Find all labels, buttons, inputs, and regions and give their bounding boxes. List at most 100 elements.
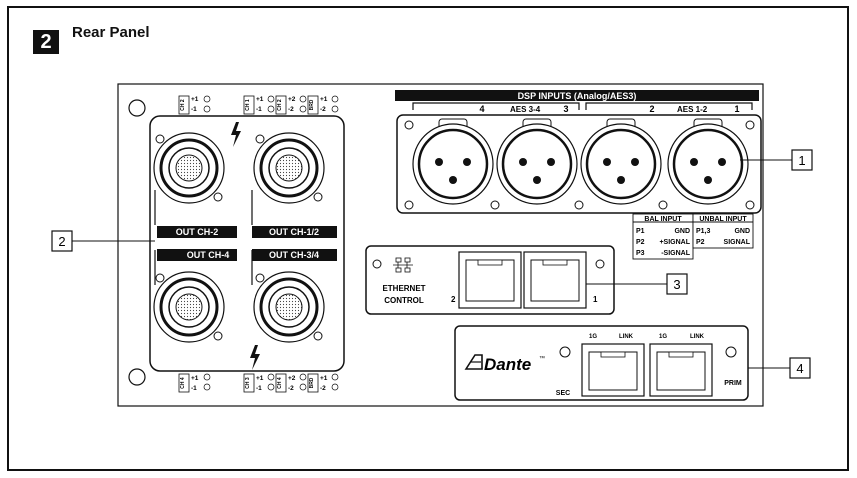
ethernet-port-number: 2 bbox=[451, 295, 456, 304]
output-bracket-lines bbox=[154, 190, 253, 285]
terminal-label: +1 bbox=[320, 375, 328, 382]
terminal-screw-icon bbox=[331, 383, 339, 391]
ethernet-port-2 bbox=[458, 251, 522, 309]
callout-number: 4 bbox=[796, 361, 803, 376]
dante-prim-led bbox=[725, 346, 737, 358]
terminal-screw-icon bbox=[299, 95, 307, 103]
network-icon bbox=[393, 257, 413, 273]
xlr-input-3 bbox=[490, 118, 578, 210]
dante-primary-port bbox=[649, 343, 713, 397]
callout-4: 4 bbox=[748, 357, 811, 379]
terminal-label: -1 bbox=[191, 106, 197, 113]
output-label-bar bbox=[252, 226, 337, 238]
terminal-label: -1 bbox=[256, 106, 262, 113]
terminal-screw-icon bbox=[267, 373, 275, 381]
terminal-label: -2 bbox=[320, 385, 326, 392]
dante-secondary-port bbox=[581, 343, 645, 397]
terminal-brd-label: BRD bbox=[309, 99, 315, 110]
unbal-signal: SIGNAL bbox=[724, 239, 751, 246]
output-label-bar bbox=[157, 226, 237, 238]
unbal-input-table: UNBAL INPUT P1,3 GND P2 SIGNAL bbox=[692, 213, 754, 249]
ethernet-port-number: 1 bbox=[593, 295, 598, 304]
terminal-screw-icon bbox=[331, 373, 339, 381]
terminal-label: +1 bbox=[320, 96, 328, 103]
speakon-output-ch1-2 bbox=[253, 132, 325, 204]
xlr-input-4 bbox=[404, 118, 494, 210]
terminal-ch-label: CH 3 bbox=[245, 377, 251, 389]
terminal-strip-top-right: CH 1 +1 -1 CH 2 +2 -2 BRD +1 -2 bbox=[243, 95, 339, 115]
terminal-screw-icon bbox=[203, 373, 211, 381]
terminal-label: -1 bbox=[191, 385, 197, 392]
dante-prim-label: PRIM bbox=[724, 380, 742, 387]
dante-logo-icon bbox=[464, 354, 483, 370]
section-title: Rear Panel bbox=[72, 24, 150, 41]
terminal-label: -2 bbox=[288, 106, 294, 113]
bal-pin: P2 bbox=[636, 239, 645, 246]
callout-number: 1 bbox=[798, 153, 805, 168]
terminal-screw-icon bbox=[331, 95, 339, 103]
dante-speed-label: 1G bbox=[659, 334, 667, 340]
callout-1: 1 bbox=[740, 149, 813, 171]
xlr-input-2 bbox=[574, 118, 662, 210]
dante-trademark: ™ bbox=[539, 355, 545, 362]
dante-link-label: LINK bbox=[690, 334, 705, 340]
terminal-strip-bottom-right: CH 3 +1 -1 CH 4 +2 -2 BRD +1 -2 bbox=[243, 373, 339, 393]
ethernet-label: ETHERNET bbox=[382, 284, 425, 293]
section-number-badge: 2 bbox=[33, 30, 59, 54]
terminal-screw-icon bbox=[299, 105, 307, 113]
dante-logo: Dante bbox=[484, 355, 531, 374]
channel-number: 3 bbox=[563, 104, 568, 114]
terminal-screw-icon bbox=[267, 105, 275, 113]
hazard-lightning-icon bbox=[250, 345, 260, 370]
terminal-label: -2 bbox=[288, 385, 294, 392]
dsp-inputs-header: DSP INPUTS (Analog/AES3) bbox=[518, 91, 637, 101]
terminal-screw-icon bbox=[267, 95, 275, 103]
output-label-ch2: OUT CH-2 bbox=[176, 227, 219, 237]
terminal-screw-icon bbox=[331, 105, 339, 113]
bal-signal: -SIGNAL bbox=[661, 250, 691, 257]
bal-signal: +SIGNAL bbox=[659, 239, 690, 246]
terminal-screw-icon bbox=[203, 95, 211, 103]
unbal-signal: GND bbox=[734, 228, 750, 235]
terminal-label: +1 bbox=[256, 96, 264, 103]
xlr-input-block bbox=[396, 114, 762, 214]
terminal-label: +1 bbox=[256, 375, 264, 382]
terminal-label: +2 bbox=[288, 96, 296, 103]
output-label-ch1-2: OUT CH-1/2 bbox=[269, 227, 319, 237]
output-label-bar bbox=[157, 249, 237, 261]
control-label: CONTROL bbox=[384, 296, 424, 305]
mounting-hole bbox=[128, 99, 146, 117]
hazard-lightning-icon bbox=[231, 122, 241, 147]
mounting-hole bbox=[128, 368, 146, 386]
ethernet-port-1 bbox=[523, 251, 587, 309]
terminal-brd-label: BRD bbox=[309, 377, 315, 388]
aes-label-3-4: AES 3-4 bbox=[510, 105, 541, 114]
unbal-input-title: UNBAL INPUT bbox=[699, 216, 747, 223]
terminal-label: +1 bbox=[191, 375, 199, 382]
terminal-strip-bottom-left: CH 4 +1 -1 bbox=[178, 373, 211, 393]
terminal-screw-icon bbox=[299, 383, 307, 391]
dante-speed-label: 1G bbox=[589, 334, 597, 340]
mounting-hole bbox=[595, 259, 605, 269]
dante-sec-label: SEC bbox=[556, 390, 570, 397]
output-label-bar bbox=[252, 249, 337, 261]
terminal-screw-icon bbox=[203, 105, 211, 113]
terminal-ch-label: CH 4 bbox=[277, 377, 283, 389]
channel-number: 2 bbox=[649, 104, 654, 114]
bal-pin: P1 bbox=[636, 228, 645, 235]
callout-number: 2 bbox=[58, 234, 65, 249]
channel-number: 4 bbox=[479, 104, 484, 114]
terminal-strip-top-left: CH 2 +1 -1 bbox=[178, 95, 211, 115]
bal-signal: GND bbox=[674, 228, 690, 235]
speakon-output-ch3-4 bbox=[253, 271, 325, 343]
bal-input-title: BAL INPUT bbox=[644, 216, 682, 223]
dsp-inputs-header-bar bbox=[395, 90, 759, 101]
terminal-ch-label: CH 2 bbox=[180, 99, 186, 111]
terminal-ch-label: CH 1 bbox=[245, 99, 251, 111]
aes-label-1-2: AES 1-2 bbox=[677, 105, 708, 114]
bal-pin: P3 bbox=[636, 250, 645, 257]
callout-3: 3 bbox=[586, 273, 688, 295]
dante-sec-led bbox=[559, 346, 571, 358]
xlr-input-1 bbox=[658, 118, 755, 210]
